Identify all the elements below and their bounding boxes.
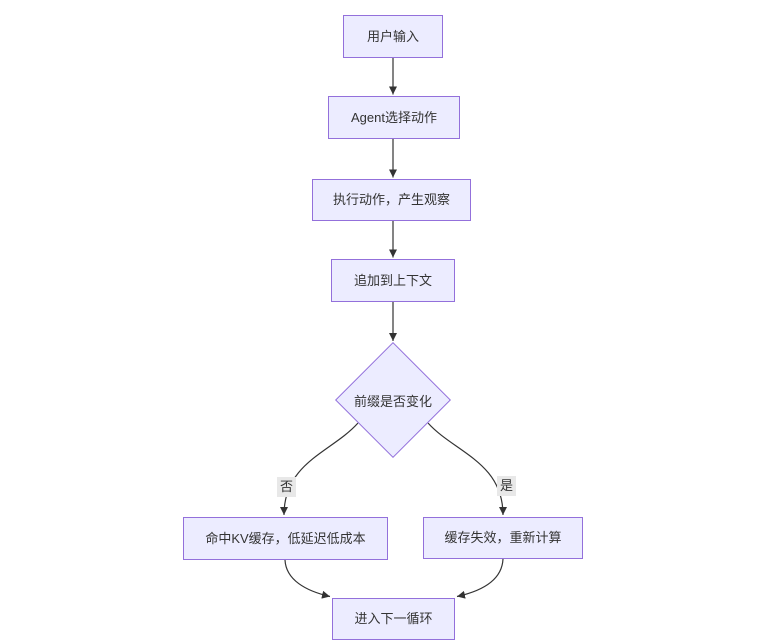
edge-prefix-changed-to-kv-cache-hit [280,422,359,516]
node-execute-action: 执行动作，产生观察 [312,179,471,221]
edge-prefix-changed-to-cache-invalidated [427,422,507,516]
node-next-loop: 进入下一循环 [332,598,455,640]
edge-kv-cache-hit-to-next-loop [284,559,331,599]
node-agent-select-action: Agent选择动作 [328,96,460,139]
decision-label: 前缀是否变化 [353,393,432,409]
edge-cache-invalidated-to-next-loop [456,558,504,599]
edge-label-yes: 是 [497,476,517,496]
node-kv-cache-hit: 命中KV缓存，低延迟低成本 [183,517,388,560]
node-append-context: 追加到上下文 [331,259,455,302]
edge-label-no: 否 [277,477,297,497]
node-user-input: 用户输入 [343,15,443,58]
decision-prefix-changed: 前缀是否变化 [335,342,451,458]
node-cache-invalidated: 缓存失效，重新计算 [423,517,583,559]
